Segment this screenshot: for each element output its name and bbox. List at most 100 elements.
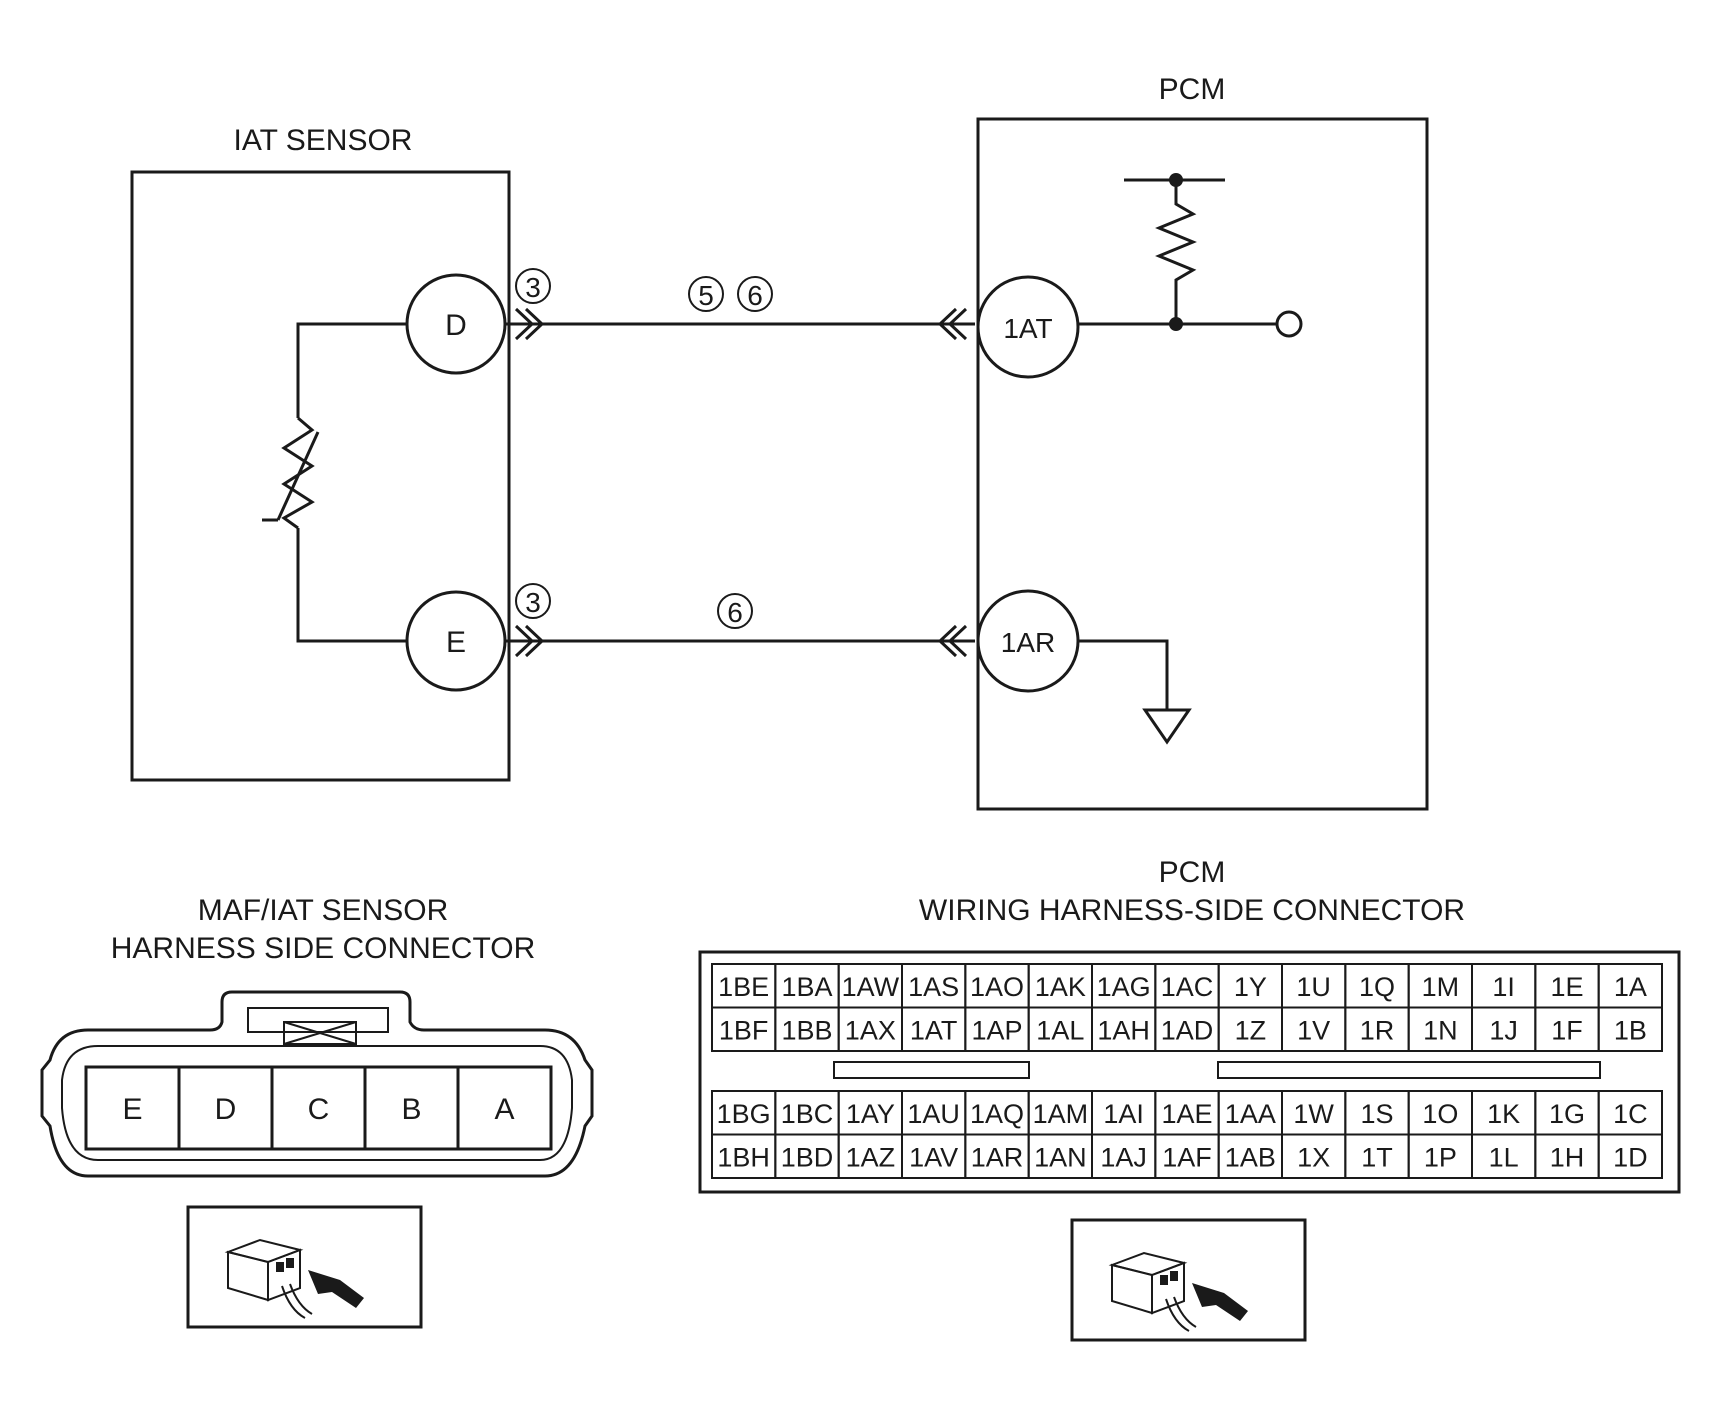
- pcm-terminal-1at: 1AT: [976, 275, 1080, 379]
- pcm-pin-label: 1D: [1613, 1142, 1648, 1172]
- pcm-pin-1y: 1Y: [1217, 963, 1283, 1009]
- connector-mark-e: 3: [515, 583, 551, 619]
- pcm-pin-label: 1AY: [846, 1099, 895, 1129]
- pcm-pin-label: 1BB: [781, 1015, 832, 1045]
- pcm-pin-label: 1AE: [1161, 1099, 1212, 1129]
- maf-pin-label: E: [122, 1093, 142, 1126]
- maf-connector-title-line1: MAF/IAT SENSOR: [198, 894, 449, 927]
- pcm-pin-1bf: 1BF: [711, 1006, 777, 1052]
- pcm-pin-1be: 1BE: [711, 963, 777, 1009]
- pcm-pin-1bh: 1BH: [711, 1133, 777, 1179]
- pcm-pin-label: 1X: [1297, 1142, 1330, 1172]
- pcm-pin-1o: 1O: [1407, 1090, 1473, 1136]
- pcm-pin-label: 1AJ: [1100, 1142, 1147, 1172]
- pcm-pin-1bd: 1BD: [774, 1133, 840, 1179]
- pcm-pin-1ai: 1AI: [1091, 1090, 1157, 1136]
- pcm-pin-label: 1U: [1296, 972, 1331, 1002]
- pcm-pin-label: 1AT: [910, 1015, 958, 1045]
- pcm-pin-1ax: 1AX: [837, 1006, 904, 1052]
- pcm-connector-key-left: [833, 1061, 1030, 1079]
- pcm-pin-1af: 1AF: [1154, 1133, 1220, 1179]
- pcm-pin-label: 1C: [1613, 1099, 1648, 1129]
- maf-pin-label: A: [494, 1093, 514, 1126]
- pcm-pin-1aa: 1AA: [1217, 1090, 1283, 1136]
- pcm-pin-label: 1BA: [781, 972, 832, 1002]
- connector-view-icon: [224, 1238, 364, 1319]
- pcm-pin-label: 1L: [1489, 1142, 1519, 1172]
- pcm-pin-label: 1BG: [717, 1099, 771, 1129]
- pcm-pin-1ac: 1AC: [1154, 963, 1220, 1009]
- pcm-pin-1ay: 1AY: [837, 1090, 904, 1136]
- pcm-pin-1aw: 1AW: [837, 963, 904, 1009]
- maf-connector-view-box: [186, 1205, 423, 1329]
- pcm-terminal-1ar-label: 1AR: [1001, 627, 1055, 658]
- pcm-pin-label: 1AX: [845, 1015, 896, 1045]
- pcm-pin-1z: 1Z: [1217, 1006, 1283, 1052]
- pcm-pin-label: 1AH: [1097, 1015, 1150, 1045]
- pcm-pin-label: 1E: [1550, 972, 1583, 1002]
- pcm-pin-label: 1M: [1422, 972, 1460, 1002]
- pcm-pin-label: 1BH: [717, 1142, 770, 1172]
- pcm-pin-1c: 1C: [1597, 1090, 1663, 1136]
- pcm-pin-label: 1Z: [1235, 1015, 1267, 1045]
- pcm-pin-1m: 1M: [1407, 963, 1473, 1009]
- sensor-internal-wire-top: [296, 322, 408, 418]
- pcm-pin-label: 1AK: [1035, 972, 1086, 1002]
- pcm-pin-label: 1Y: [1234, 972, 1267, 1002]
- maf-pin-b: B: [363, 1065, 460, 1151]
- pcm-pin-label: 1AZ: [846, 1142, 896, 1172]
- pcm-pin-label: 1S: [1360, 1099, 1393, 1129]
- pcm-pin-label: 1AN: [1034, 1142, 1087, 1172]
- svg-text:6: 6: [747, 280, 763, 311]
- pcm-pin-label: 1AV: [909, 1142, 958, 1172]
- svg-text:3: 3: [525, 587, 541, 618]
- iat-sensor-box: [130, 170, 511, 782]
- pcm-connector-key-right: [1217, 1061, 1601, 1079]
- pullup-resistor-icon: [1155, 180, 1197, 324]
- wire-mark-5: 5: [688, 276, 724, 312]
- pcm-pin-label: 1G: [1549, 1099, 1585, 1129]
- pcm-pin-1n: 1N: [1407, 1006, 1473, 1052]
- iat-terminal-d-label: D: [445, 309, 467, 342]
- pcm-pin-1q: 1Q: [1344, 963, 1410, 1009]
- svg-text:3: 3: [525, 272, 541, 303]
- pcm-pin-1ap: 1AP: [964, 1006, 1030, 1052]
- pcm-pin-1av: 1AV: [901, 1133, 967, 1179]
- maf-connector-title-line2: HARNESS SIDE CONNECTOR: [111, 932, 536, 965]
- pcm-pin-1am: 1AM: [1027, 1090, 1093, 1136]
- pcm-pin-1j: 1J: [1471, 1006, 1537, 1052]
- pcm-box: [976, 117, 1429, 811]
- pcm-pin-label: 1AM: [1033, 1099, 1089, 1129]
- pcm-pin-1s: 1S: [1344, 1090, 1410, 1136]
- pcm-pin-1ad: 1AD: [1154, 1006, 1220, 1052]
- connector-chevron-1at-pcm: [937, 307, 968, 341]
- maf-pin-label: C: [308, 1093, 330, 1126]
- pcm-pin-1ah: 1AH: [1091, 1006, 1157, 1052]
- pcm-pin-1bg: 1BG: [711, 1090, 777, 1136]
- pcm-signal-node: [1169, 317, 1183, 331]
- pcm-pin-label: 1V: [1297, 1015, 1330, 1045]
- pcm-pin-label: 1AP: [971, 1015, 1022, 1045]
- pcm-pin-label: 1K: [1487, 1099, 1520, 1129]
- pcm-pin-1bc: 1BC: [774, 1090, 840, 1136]
- ground-icon: [1142, 708, 1192, 745]
- pcm-pin-1x: 1X: [1281, 1133, 1347, 1179]
- pcm-pin-label: 1AR: [971, 1142, 1024, 1172]
- pcm-pin-label: 1AO: [970, 972, 1024, 1002]
- pcm-pin-1h: 1H: [1534, 1133, 1600, 1179]
- pcm-pin-label: 1N: [1423, 1015, 1458, 1045]
- pcm-pin-1al: 1AL: [1027, 1006, 1093, 1052]
- maf-pin-label: D: [215, 1093, 237, 1126]
- pcm-pin-1ba: 1BA: [774, 963, 840, 1009]
- pcm-pin-label: 1BD: [781, 1142, 834, 1172]
- pcm-pin-label: 1I: [1492, 972, 1515, 1002]
- pcm-ground-wire: [1078, 639, 1169, 710]
- pcm-pin-1ao: 1AO: [964, 963, 1030, 1009]
- pcm-pin-label: 1R: [1360, 1015, 1395, 1045]
- maf-connector-outline: [40, 990, 594, 1178]
- pcm-pin-1u: 1U: [1281, 963, 1347, 1009]
- pcm-pin-label: 1AW: [842, 972, 900, 1002]
- pcm-pin-label: 1Q: [1359, 972, 1395, 1002]
